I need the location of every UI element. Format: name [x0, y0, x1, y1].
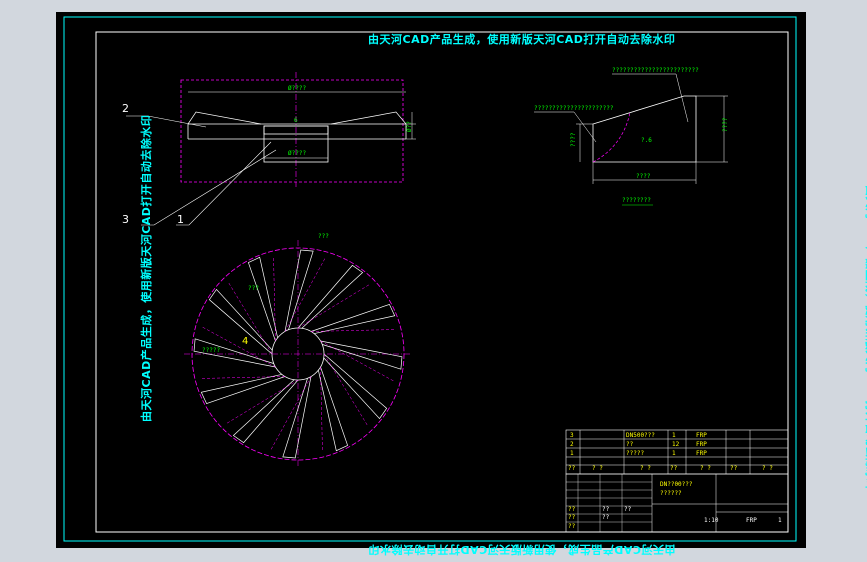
impeller-blade [200, 374, 286, 405]
inner-frame [95, 31, 789, 533]
impeller-blade [193, 338, 276, 368]
tb-left-label-1: ?? [568, 514, 576, 521]
parts-row-2-mat: FRP [696, 441, 707, 448]
cad-drawing-viewport[interactable]: Ø???? Ø?? Ø???? 6 2 3 1 ???? ???? ???? ?… [56, 12, 867, 556]
impeller-blade [284, 249, 314, 332]
tb-left-label-5: ?? [624, 506, 632, 513]
dim-mid-text: 6 [294, 117, 298, 124]
detail-caption: ???????? [622, 197, 651, 204]
impeller-blade-guide [226, 379, 299, 424]
tb-material: FRP [746, 517, 757, 524]
blade-edge-right [330, 111, 407, 125]
front-view: ??? ??? 4 ????? [184, 233, 412, 468]
detail-center-note: ?.6 [641, 137, 652, 144]
tb-drawing-title: DN??00??? [660, 481, 693, 488]
parts-header-3: ?? [670, 465, 678, 472]
front-angle-label: 4 [242, 336, 248, 347]
impeller-blade-guide [320, 340, 395, 382]
parts-row-2-no: 2 [570, 441, 574, 448]
impeller-blade-guide [310, 329, 395, 332]
parts-row-1-qty: 1 [672, 432, 676, 439]
parts-header-0: ?? [568, 465, 576, 472]
parts-table: 3 DN500??? 1 FRP 2 ?? 12 FRP 1 ????? 1 F… [565, 429, 789, 475]
drawing-canvas[interactable]: Ø???? Ø?? Ø???? 6 2 3 1 ???? ???? ???? ?… [56, 12, 806, 548]
parts-row-3-mat: FRP [696, 450, 707, 457]
blade-arc [592, 111, 631, 163]
dim-bottom-text: Ø???? [288, 150, 306, 157]
impeller-blade-guide [270, 376, 312, 451]
detail-note-top: ???????????????????????? [612, 67, 699, 74]
part-label-1: 1 [177, 213, 184, 226]
parts-row-3-qty: 1 [672, 450, 676, 457]
detail-note-left: ?????????????????????? [534, 105, 614, 112]
blade-edge-left [187, 111, 262, 125]
tb-left-label-2: ?? [568, 523, 576, 530]
impeller-blade [247, 256, 278, 342]
parts-row-2-qty: 12 [672, 441, 680, 448]
blade-profile [592, 95, 697, 163]
side-view-hub-flange [263, 125, 329, 135]
tb-left-label-4: ?? [602, 514, 610, 521]
tb-left-label-0: ?? [568, 506, 576, 513]
watermark-right: 由天河CAD产品生成，使用新版天河CAD打开自动去除水印 [864, 185, 867, 493]
impeller-blade-guide [284, 257, 326, 332]
front-dim-top: ??? [318, 233, 329, 240]
outer-frame [63, 16, 797, 542]
impeller-blade-guide [201, 326, 276, 368]
parts-row-1-code: DN500??? [626, 432, 655, 439]
side-view-bounding-box [180, 79, 404, 183]
watermark-bottom: 由天河CAD产品生成，使用新版天河CAD打开自动去除水印 [368, 543, 676, 556]
detail-dim-right: ???? [722, 117, 729, 132]
parts-row-2-code: ?? [626, 441, 634, 448]
part-label-3: 3 [122, 213, 129, 226]
detail-dim-left: ???? [570, 132, 577, 147]
detail-note-leader-left [534, 111, 597, 143]
impeller-blade [297, 264, 364, 329]
impeller-blade-guide [297, 284, 370, 329]
parts-header-4: ? ? [700, 465, 711, 472]
tb-sheet: 1 [778, 517, 782, 524]
detail-view: ???? ???? ???? ?.6 ?????????????????????… [534, 67, 729, 206]
tb-scale: 1:10 [704, 517, 719, 524]
part-label-2: 2 [122, 102, 129, 115]
title-block: ?? ?? ?? ?? ?? ?? DN??00??? ?????? 1:10 … [565, 473, 789, 533]
leader-line-2 [126, 115, 207, 128]
parts-header-2: ? ? [640, 465, 651, 472]
parts-header-1: ? ? [592, 465, 603, 472]
title-block-border [565, 473, 789, 533]
tb-left-label-3: ?? [602, 506, 610, 513]
front-dim-side: ??? [248, 285, 259, 292]
impeller-blade [310, 303, 396, 334]
impeller-blade-guide [323, 353, 368, 426]
front-angle-text: ????? [202, 347, 220, 354]
impeller-blades [193, 249, 403, 459]
impeller-blade-guide [201, 376, 286, 379]
parts-header-5: ?? [730, 465, 738, 472]
impeller-blade-guide [320, 366, 323, 451]
parts-row-1-mat: FRP [696, 432, 707, 439]
dim-top-text: Ø???? [288, 85, 306, 92]
parts-row-1-no: 3 [570, 432, 574, 439]
impeller-blade [318, 366, 349, 452]
parts-row-3-no: 1 [570, 450, 574, 457]
detail-note-leader-top [612, 73, 689, 123]
watermark-left: 由天河CAD产品生成，使用新版天河CAD打开自动去除水印 [140, 114, 153, 422]
leader-line-1 [176, 141, 272, 226]
impeller-blade-guide [273, 257, 276, 342]
watermark-top: 由天河CAD产品生成，使用新版天河CAD打开自动去除水印 [368, 33, 676, 46]
tb-drawing-subtitle: ?????? [660, 490, 682, 497]
detail-dim-bottom: ???? [636, 173, 651, 180]
impeller-blade-guide [228, 282, 273, 355]
parts-row-3-code: ????? [626, 450, 644, 457]
dim-right-text: Ø?? [406, 121, 413, 132]
parts-header-6: ? ? [762, 465, 773, 472]
leader-line-3 [141, 149, 277, 226]
side-view: Ø???? Ø?? Ø???? 6 2 3 1 [122, 72, 416, 226]
impeller-blade [232, 379, 299, 444]
impeller-blade [323, 353, 388, 420]
impeller-blade [208, 288, 273, 355]
impeller-blade [320, 340, 403, 370]
impeller-blade [282, 376, 312, 459]
